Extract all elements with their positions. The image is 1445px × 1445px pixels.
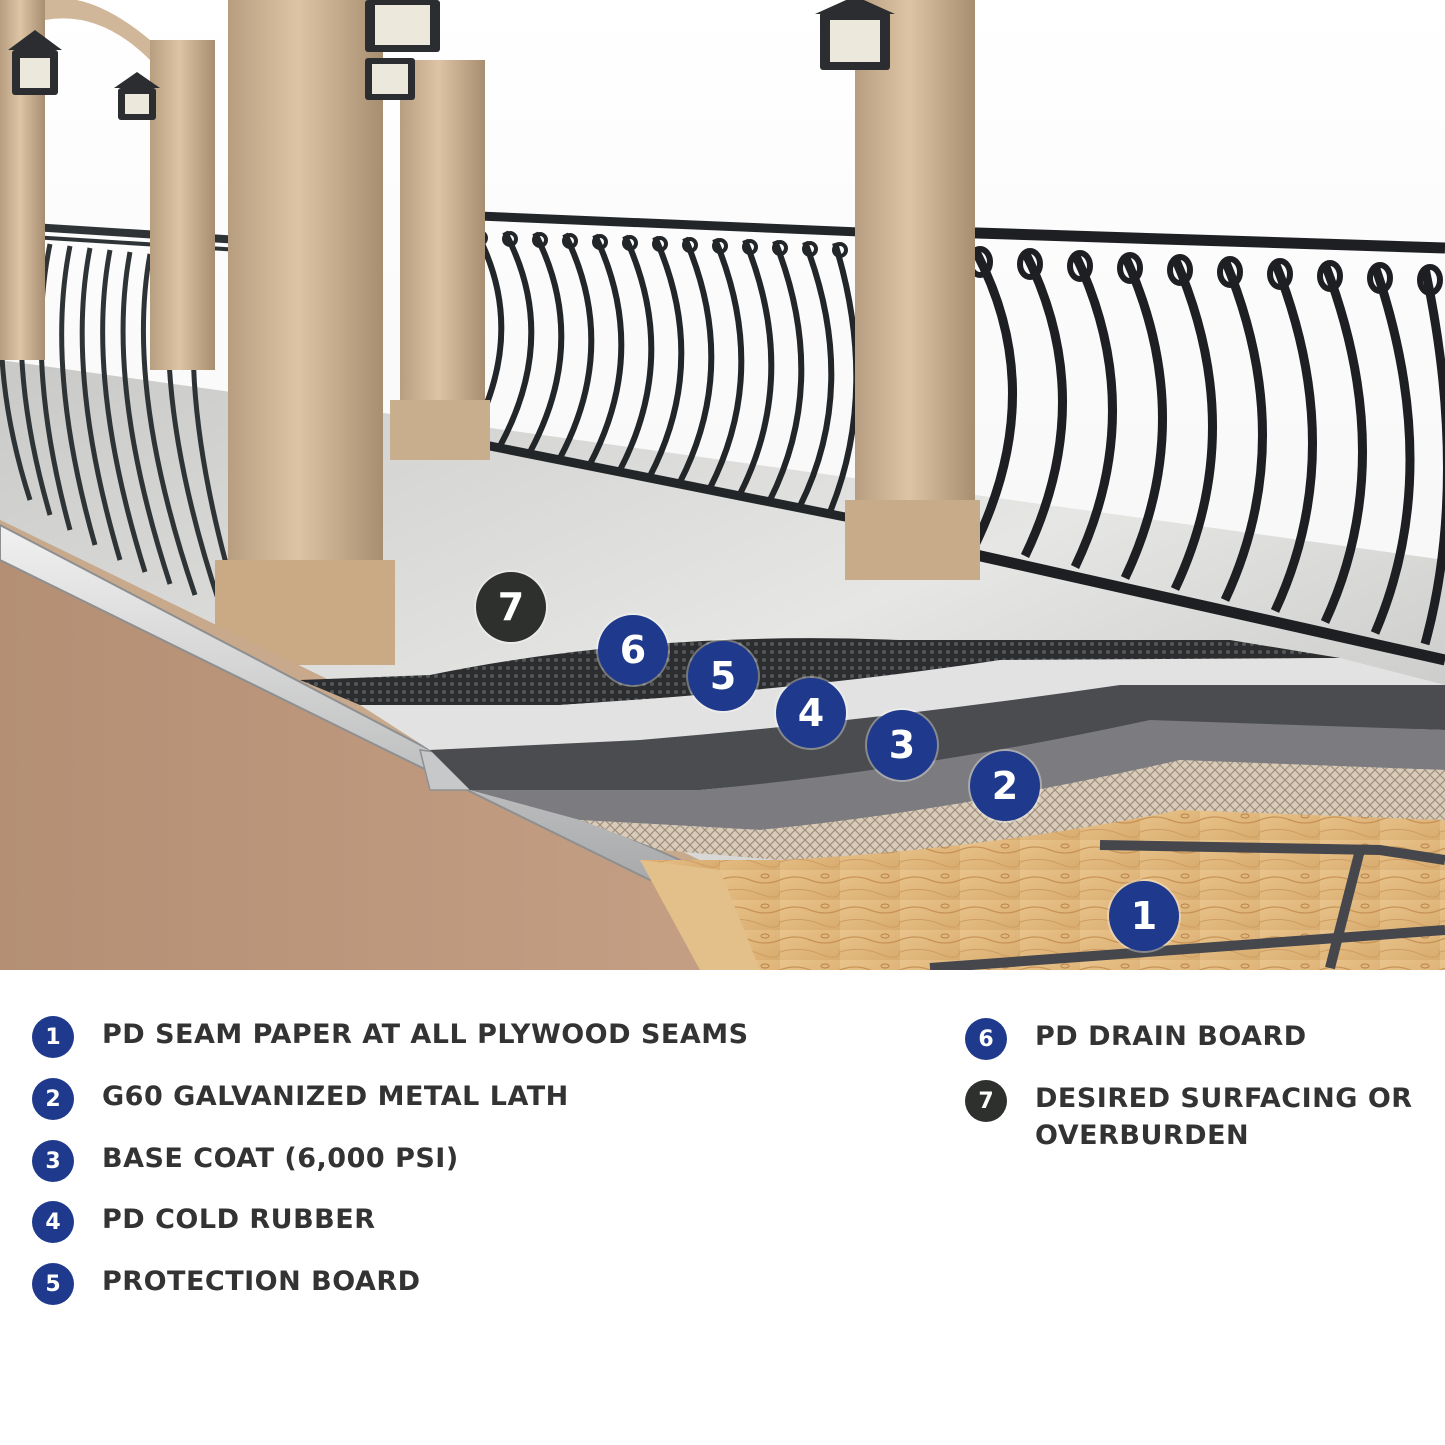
balcony-deck-cutaway-illustration [0,0,1445,970]
legend-label: PROTECTION BOARD [102,1266,421,1297]
legend-number-badge: 1 [32,1016,74,1058]
callout-marker-6: 6 [598,615,668,685]
legend-item-1: 1 PD SEAM PAPER AT ALL PLYWOOD SEAMS [32,1016,749,1058]
legend-item-2: 2 G60 GALVANIZED METAL LATH [32,1078,569,1120]
callout-marker-5: 5 [688,641,758,711]
lanterns [8,0,895,120]
legend-number-badge: 7 [965,1080,1007,1122]
legend-label: BASE COAT (6,000 PSI) [102,1143,459,1174]
legend-number-badge: 6 [965,1018,1007,1060]
middle-railing [454,210,861,525]
legend-number-badge: 5 [32,1263,74,1305]
legend-label: DESIRED SURFACING OR OVERBURDEN [1035,1083,1413,1151]
legend-item-3: 3 BASE COAT (6,000 PSI) [32,1140,459,1182]
callout-marker-3: 3 [867,710,937,780]
legend-number-badge: 3 [32,1140,74,1182]
legend-item-4: 4 PD COLD RUBBER [32,1201,376,1243]
callout-marker-1: 1 [1109,881,1179,951]
callout-marker-2: 2 [970,751,1040,821]
legend-item-7: 7 DESIRED SURFACING OR OVERBURDEN [965,1080,1435,1154]
legend-label: G60 GALVANIZED METAL LATH [102,1081,569,1112]
legend-label: PD SEAM PAPER AT ALL PLYWOOD SEAMS [102,1019,749,1050]
layer-base-coat [470,720,1445,830]
layer-cold-rubber [430,685,1445,790]
legend-label: PD DRAIN BOARD [1035,1021,1307,1052]
layer-protection-board [360,658,1445,750]
callout-marker-4: 4 [776,678,846,748]
plywood-edge [640,860,760,970]
legend-number-badge: 2 [32,1078,74,1120]
legend-item-5: 5 PROTECTION BOARD [32,1263,421,1305]
callout-marker-7: 7 [476,572,546,642]
legend-label: PD COLD RUBBER [102,1204,376,1235]
right-railing [943,226,1445,666]
legend-number-badge: 4 [32,1201,74,1243]
pillars [0,0,980,970]
layer-drain-board [300,638,1340,705]
seam-paper-strips [929,840,1445,970]
legend-item-6: 6 PD DRAIN BOARD [965,1018,1307,1060]
